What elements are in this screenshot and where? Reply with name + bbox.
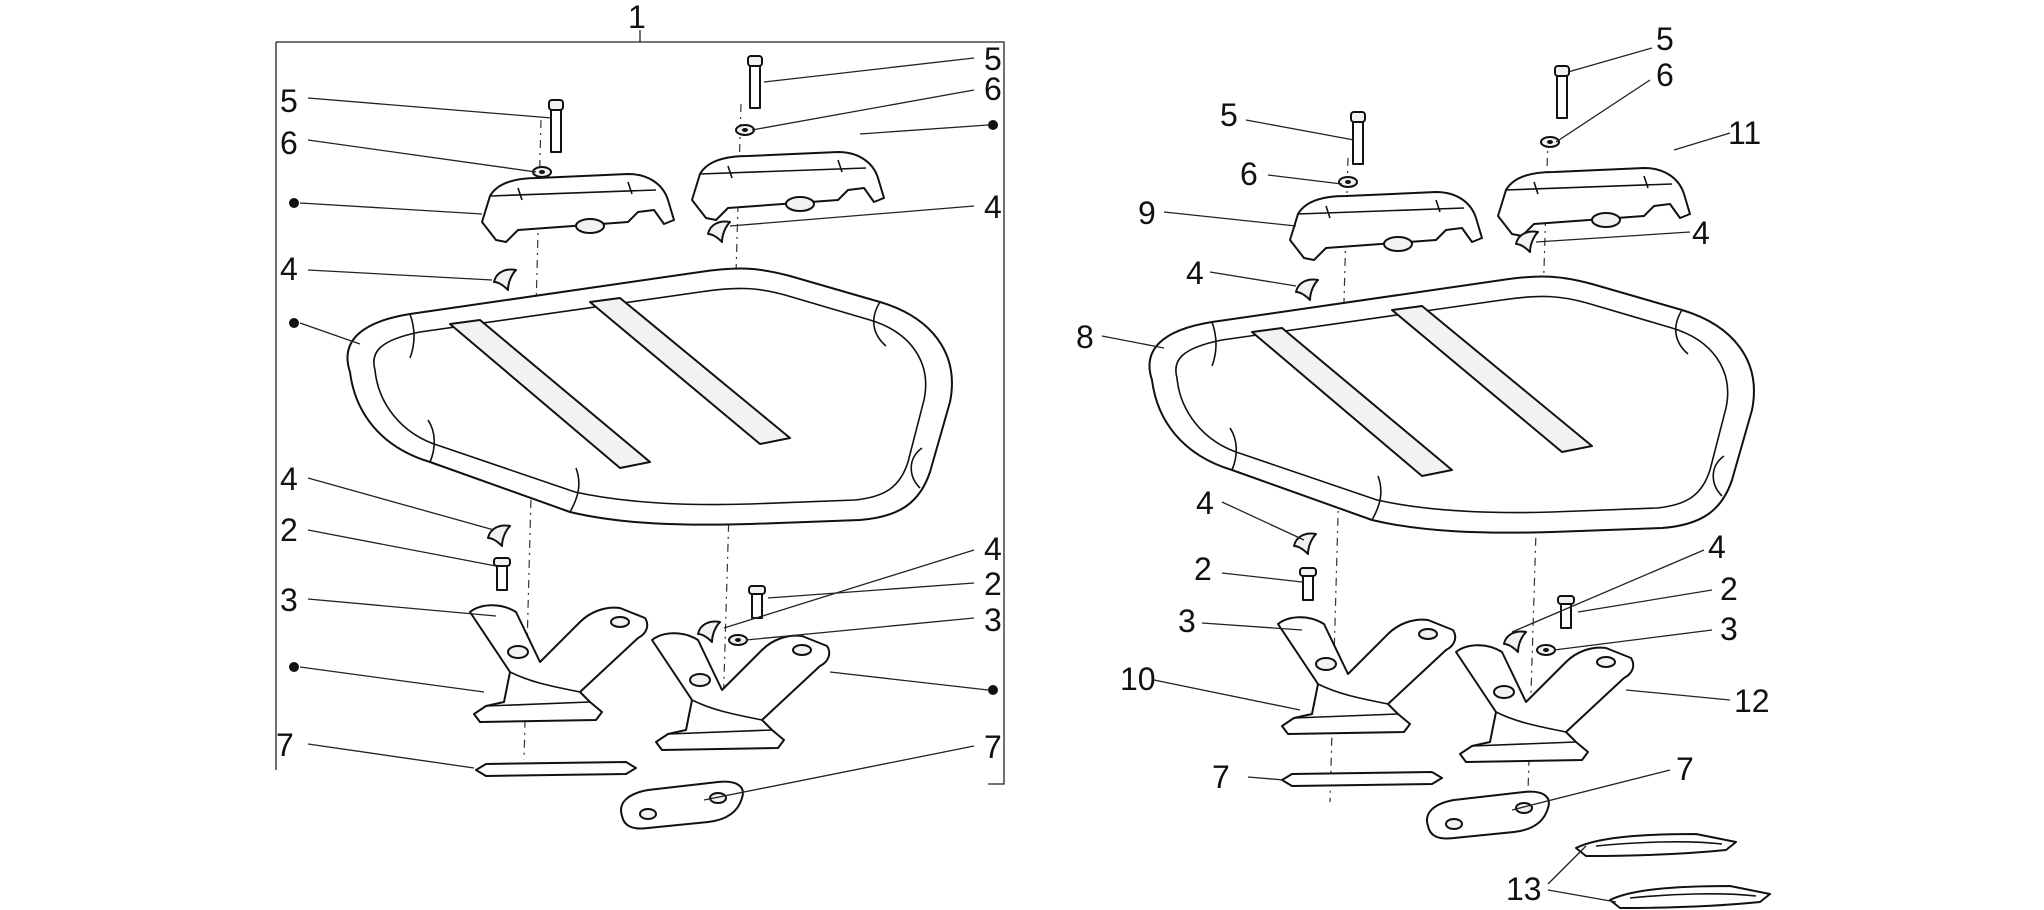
wedge-upper-left [493,268,517,291]
callout-ring: 3 [280,582,298,618]
callout-bolt: 5 [1656,21,1674,57]
rack [346,267,953,526]
callout-washer: 6 [1240,156,1258,192]
rack [1148,275,1755,534]
callout-washer: 6 [280,125,298,161]
bolt-right [1554,65,1570,119]
wedge-lower-right [1503,630,1527,653]
callout-gasket: 7 [276,727,294,763]
callout-screw: 2 [280,512,298,548]
callout-wedge: 4 [1708,529,1726,565]
callout-clamp: 9 [1138,195,1156,231]
base-right [651,632,831,751]
left-assembly: 1 5 6 4 4 2 3 7 5 6 4 4 2 3 7 [275,0,1005,830]
pad-lower [1609,885,1771,909]
clamp-left [1289,191,1483,261]
right-assembly: 5 6 9 4 8 4 2 3 10 7 5 6 11 4 4 2 3 12 7… [1076,21,1771,909]
bolt-left [548,99,564,153]
callout-screw: 2 [984,566,1002,602]
pad-upper [1575,833,1737,857]
bolt-left [1350,111,1366,165]
screw-right [748,585,766,619]
callout-screw: 2 [1194,551,1212,587]
callout-ring: 3 [1178,603,1196,639]
callout-assembly: 1 [628,0,646,35]
callout-rack: 8 [1076,319,1094,355]
gasket-oval-right [1426,790,1550,840]
ring-right [1536,644,1556,656]
callout-wedge: 4 [1186,255,1204,291]
clamp-right [1497,167,1691,237]
bolt-right [747,55,763,109]
callout-gasket: 7 [984,729,1002,765]
wedge-lower-right [697,620,721,643]
base-right [1455,644,1635,763]
callout-wedge: 4 [984,531,1002,567]
base-left [1277,616,1457,735]
wedge-upper-right [707,220,731,243]
gasket-oval-right [620,780,744,830]
callout-wedge: 4 [1692,215,1710,251]
gasket-left [1281,771,1443,787]
base-left [469,604,649,723]
gasket-left [475,761,637,777]
callout-bolt: 5 [1220,97,1238,133]
callout-washer: 6 [1656,57,1674,93]
ring-right [728,634,748,646]
callout-pad: 13 [1506,871,1542,907]
callout-wedge: 4 [280,461,298,497]
callout-wedge: 4 [1196,485,1214,521]
callout-base: 12 [1734,683,1770,719]
callout-ring: 3 [984,602,1002,638]
screw-left [493,557,511,591]
callout-gasket: 7 [1676,751,1694,787]
callout-bolt: 5 [280,83,298,119]
assembly-frame [275,30,1005,785]
callout-screw: 2 [1720,571,1738,607]
callout-clamp: 11 [1728,115,1761,151]
callout-bolt: 5 [984,41,1002,77]
clamp-right [691,151,885,221]
callout-wedge: 4 [984,189,1002,225]
screw-left [1299,567,1317,601]
washer-right [735,124,755,136]
callout-gasket: 7 [1212,759,1230,795]
wedge-upper-left [1295,278,1319,301]
washer-left [1338,176,1358,188]
callout-base: 10 [1120,661,1156,697]
callout-ring: 3 [1720,611,1738,647]
callout-wedge: 4 [280,251,298,287]
clamp-left [481,173,675,243]
callout-washer: 6 [984,71,1002,107]
